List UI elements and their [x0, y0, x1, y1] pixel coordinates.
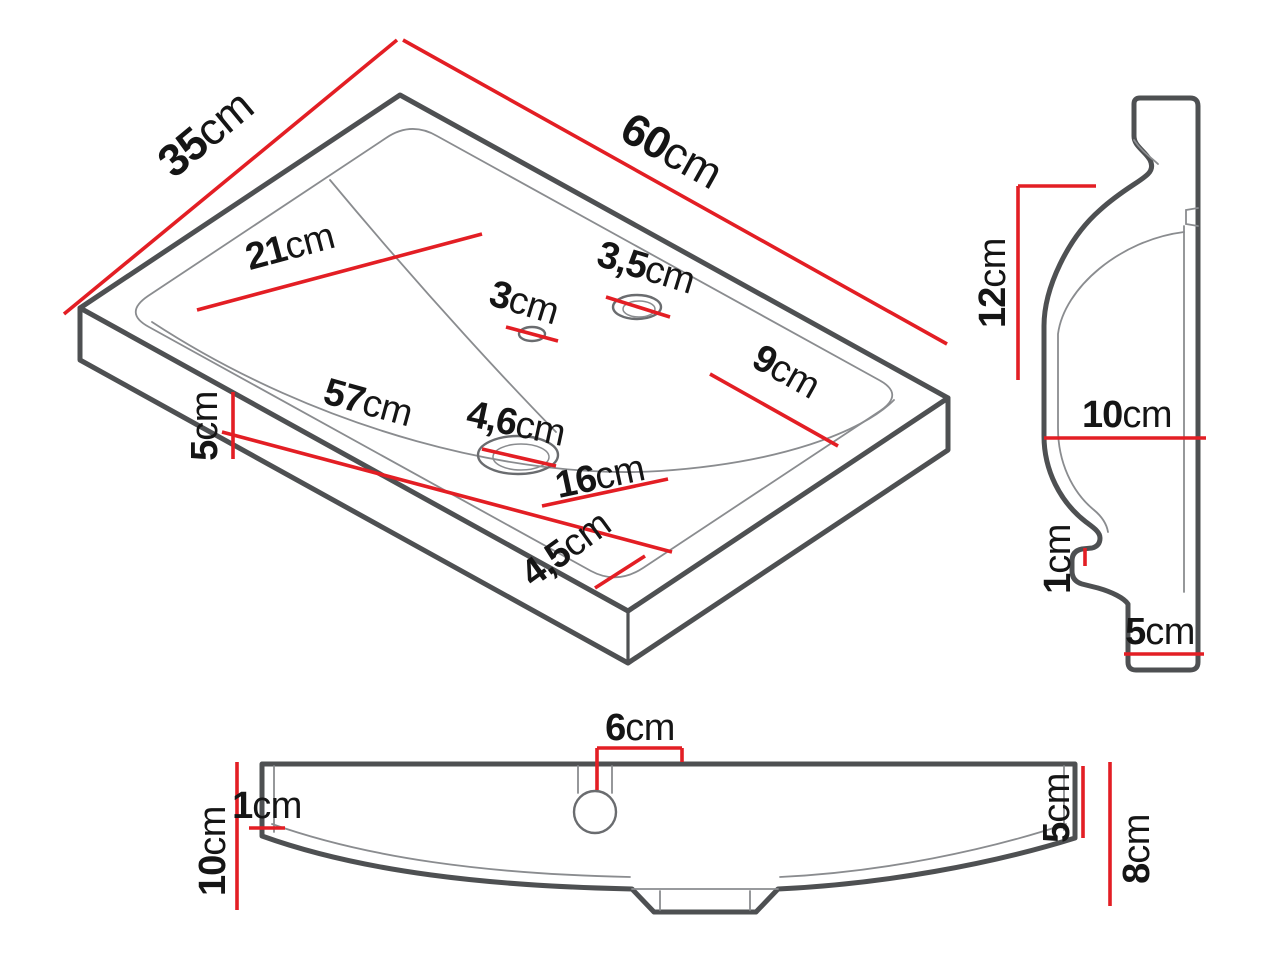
iso-dim-drain-offset-label: 16cm	[552, 447, 649, 507]
faucet-hole	[611, 293, 663, 321]
isometric-view: 35cm 60cm 21cm 57cm 5cm 9cm 3,5cm 3cm 4,…	[62, 38, 951, 666]
drain-hole	[476, 434, 560, 476]
bowl-curve-front	[151, 321, 895, 473]
side-dim-apron-label: 5cm	[1125, 611, 1195, 653]
iso-dim-faucet-offset-label: 9cm	[745, 337, 826, 408]
front-bowl-inner-left	[271, 823, 631, 878]
dim-line-small-hole-3	[505, 325, 559, 343]
inner-rim	[134, 128, 894, 579]
front-dim-basin-height-label: 8cm	[1116, 814, 1158, 884]
front-dim-faucet-offset-label: 6cm	[605, 707, 675, 749]
front-dim-apron-label: 5cm	[1036, 773, 1078, 843]
side-dim-top-depth-label: 12cm	[972, 238, 1014, 328]
front-bowl-inner-right	[779, 823, 1067, 878]
iso-dim-depth-label: 35cm	[147, 79, 262, 186]
side-profile-outline	[1041, 95, 1201, 673]
side-back-hook	[1133, 139, 1159, 165]
front-dim-rim-label: 1cm	[232, 785, 302, 827]
side-rim-step	[1185, 207, 1199, 227]
dim-line-basin-depth-21	[196, 232, 483, 312]
drain-hole-inner	[492, 443, 550, 471]
front-faucet-drill-lines	[577, 765, 613, 794]
dim-line-drain-46	[481, 447, 557, 468]
front-drain-boss-ribs	[659, 890, 751, 911]
faucet-hole-inner	[622, 300, 656, 318]
dim-line-drain-offset-16	[541, 477, 669, 508]
front-view: 6cm 1cm 10cm 5cm 8cm	[192, 707, 1158, 915]
side-bowl-inner	[1057, 231, 1185, 533]
dim-line-faucet-offset-9	[709, 372, 839, 448]
dim-line-faucet-hole-35	[605, 295, 671, 319]
iso-dim-width-label: 60cm	[613, 102, 731, 199]
bowl-curve-back	[329, 179, 557, 433]
overflow-hole	[517, 325, 547, 343]
front-faucet-hole	[572, 789, 618, 835]
iso-dim-front-height-label: 5cm	[184, 391, 226, 461]
side-dim-height-label: 10cm	[1082, 394, 1172, 436]
iso-dim-basin-width-label: 57cm	[319, 371, 417, 435]
front-outline	[259, 761, 1078, 915]
front-dim-height-label: 10cm	[192, 806, 234, 896]
dim-line-depth-35	[62, 38, 399, 316]
dim-line-width-60	[402, 38, 948, 346]
side-view: 12cm 10cm 1cm 5cm	[972, 95, 1206, 673]
iso-dim-drain-label: 4,6cm	[463, 393, 569, 455]
dim-line-front-rim-45	[594, 554, 646, 590]
dim-line-basin-width-57	[221, 430, 673, 554]
side-dim-lip-label: 1cm	[1037, 524, 1079, 594]
